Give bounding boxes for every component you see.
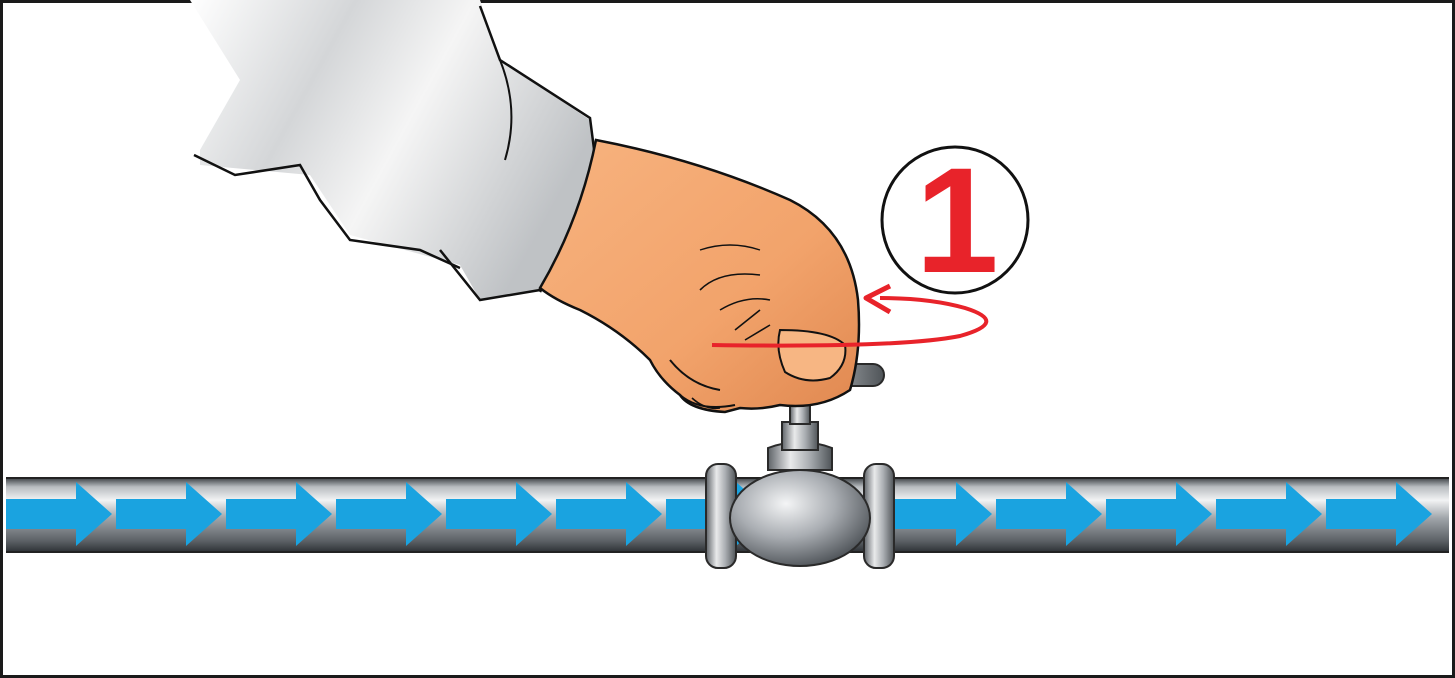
flow-arrow-icon	[446, 482, 552, 546]
flow-arrow-icon	[116, 482, 222, 546]
flow-arrow-icon	[886, 482, 992, 546]
sleeve	[190, 0, 600, 302]
flow-arrow-icon	[226, 482, 332, 546]
step-number-badge: 1	[880, 136, 1030, 304]
flow-arrow-icon	[556, 482, 662, 546]
flow-arrow-icon	[1216, 482, 1322, 546]
counterclockwise-rotation-arrow-icon	[711, 283, 989, 348]
flow-arrow-icon	[336, 482, 442, 546]
flow-arrow-icon	[1326, 482, 1432, 546]
hand-turning-valve-icon	[538, 138, 861, 414]
flow-arrow-icon	[1106, 482, 1212, 546]
flow-arrow-icon	[6, 482, 112, 546]
step-number: 1	[915, 136, 998, 304]
flow-arrow-icon	[996, 482, 1102, 546]
